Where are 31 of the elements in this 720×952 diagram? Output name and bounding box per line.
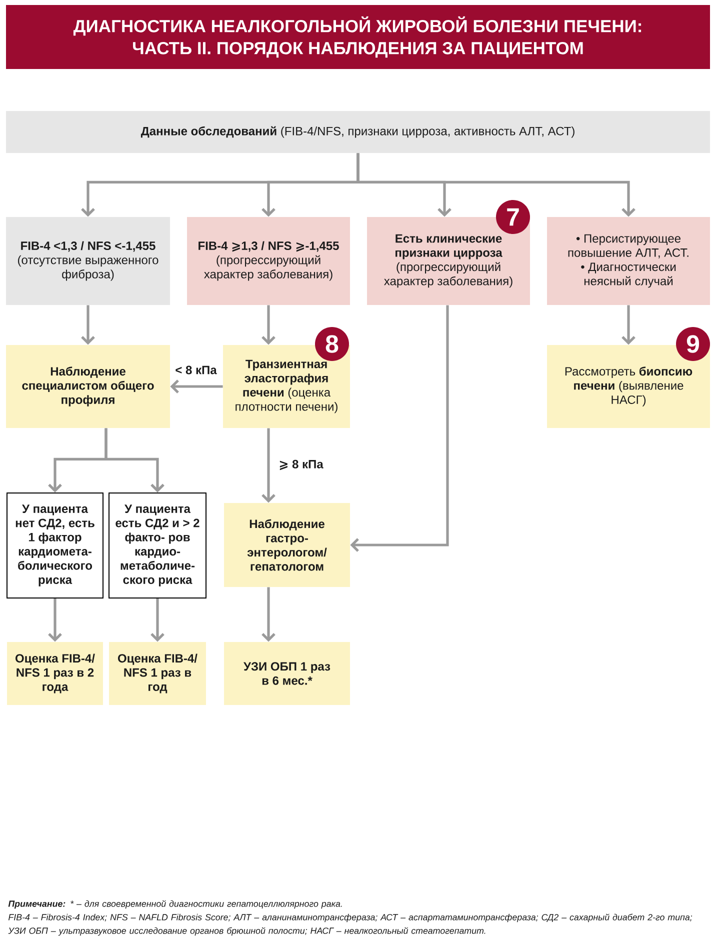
footnote: FIB-4 – Fibrosis-4 Index; NFS – NAFLD Fibrosis Score; АЛТ – аланинаминотрансфераза; АСТ – аспартатаминотрансфераза; СД2 – сахарный диабет 2-го типа; (8, 914, 692, 922)
arrow (622, 305, 636, 345)
arrow (81, 305, 95, 345)
arrow (262, 428, 276, 503)
outlined-box: У пациента нет СД2, есть 1 фактор кардиомета- болического риска (6, 492, 104, 598)
arrow (262, 305, 276, 345)
arrow (350, 305, 449, 552)
condition-box: FIB-4 <1,3 / NFS <-1,455 (отсутствие выраженного фиброза) (6, 217, 170, 305)
title-banner: ДИАГНОСТИКА НЕАЛКОГОЛЬНОЙ ЖИРОВОЙ БОЛЕЗНИ ПЕЧЕНИ: ЧАСТЬ II. ПОРЯДОК НАБЛЮДЕНИЯ ЗА ПАЦИЕНТОМ (6, 5, 710, 69)
arrow (104, 428, 164, 492)
arrow (170, 380, 223, 394)
arrow (48, 598, 62, 642)
condition-box: FIB-4 ⩾1,3 / NFS ⩾-1,455 (прогрессирующий характер заболевания) (187, 217, 350, 305)
edge-label: < 8 кПа (174, 364, 218, 376)
number-badge: 9 (676, 327, 710, 361)
process-box: Оценка FIB-4/ NFS 1 раз в год (109, 642, 206, 705)
edge-label: ⩾ 8 кПа (278, 458, 324, 472)
process-box: Наблюдение специалистом общего профиля (6, 345, 170, 428)
number-badge: 7 (496, 200, 530, 234)
header-box: Данные обследований (FIB-4/NFS, признаки цирроза, активность АЛТ, АСТ) (6, 111, 710, 153)
outlined-box: У пациента есть СД2 и > 2 факто- ров кардио- метаболиче- ского риска (108, 492, 206, 598)
arrow (150, 598, 164, 642)
arrow (262, 587, 276, 642)
arrow (356, 153, 636, 217)
footnote: Примечание:* – для своевременной диагностики гепатоцеллюлярного рака. (8, 900, 342, 909)
process-box: Наблюдение гастро- энтерологом/ гепатологом (224, 503, 350, 587)
process-box: Оценка FIB-4/ NFS 1 раз в 2 года (7, 642, 103, 705)
footnote: УЗИ ОБП – ультразвуковое исследование органов брюшной полости; НАСГ – неалкогольный стеатогепатит. (8, 927, 486, 936)
number-badge: 8 (315, 327, 349, 361)
condition-box: • Персистирующее повышение АЛТ, АСТ. • Диагностически неясный случай (547, 217, 710, 305)
process-box: УЗИ ОБП 1 раз в 6 мес.* (224, 642, 350, 705)
